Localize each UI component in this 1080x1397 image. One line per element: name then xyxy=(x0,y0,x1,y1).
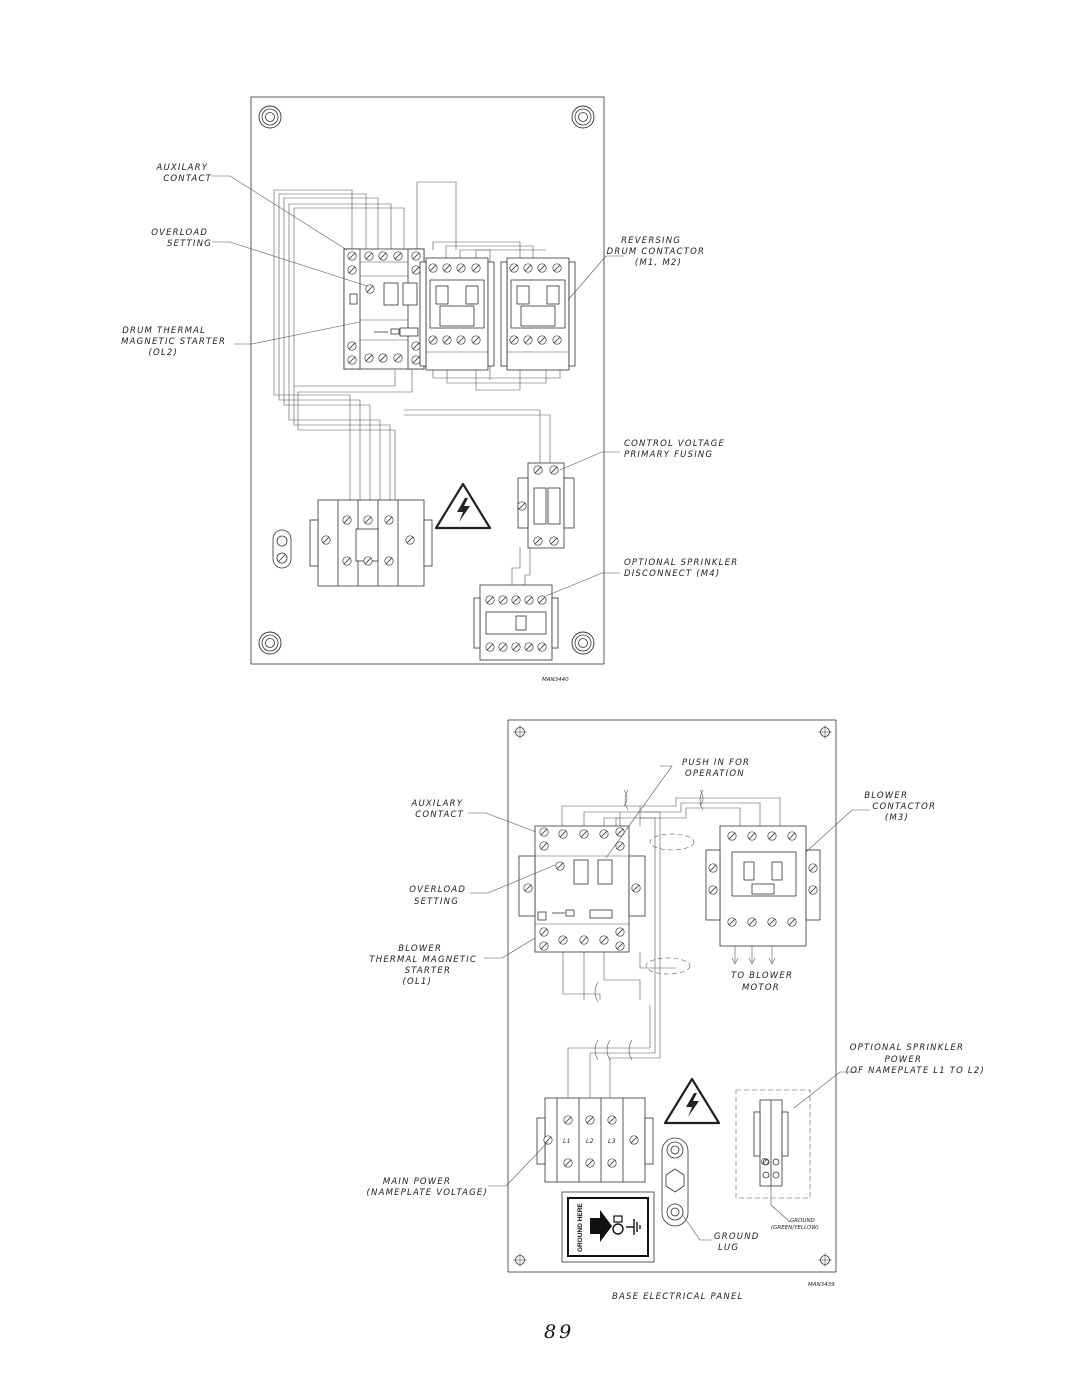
mounting-hole-icon xyxy=(512,1252,528,1268)
high-voltage-warning-icon xyxy=(663,1077,721,1125)
arrow-right-icon xyxy=(590,1210,612,1242)
terminal-l2-label: L2 xyxy=(586,1138,594,1145)
optional-sprinkler-power-block xyxy=(735,1089,811,1223)
blower-contactor-label: BLOWER CONTACTOR (M3) xyxy=(864,791,940,823)
mounting-bolt-icon xyxy=(258,631,282,655)
overload-setting-label: OVERLOAD SETTING xyxy=(409,885,470,907)
high-voltage-warning-icon xyxy=(434,482,492,530)
control-voltage-label: CONTROL VOLTAGE PRIMARY FUSING xyxy=(624,439,729,460)
upper-drawing-code: MAN3440 xyxy=(542,677,569,683)
upper-ground-studs xyxy=(272,529,292,569)
blower-thermal-magnetic-starter xyxy=(518,825,646,953)
ground-here-text: GROUND HERE xyxy=(577,1203,584,1252)
sprinkler-disconnect-label: OPTIONAL SPRINKLER DISCONNECT (M4) xyxy=(624,558,742,579)
mounting-hole-icon xyxy=(817,1252,833,1268)
sprinkler-disconnect-m4 xyxy=(473,584,559,661)
ground-lug-label: GROUND LUG xyxy=(714,1232,763,1253)
page-number: 89 xyxy=(544,1321,574,1343)
ground-wire-label: GROUND (GREEN/YELLOW) xyxy=(771,1218,819,1231)
lower-wiring xyxy=(561,789,781,1098)
optional-sprinkler-power-label: OPTIONAL SPRINKLER POWER (OF NAMEPLATE L… xyxy=(846,1043,985,1076)
overload-setting-label: OVERLOAD SETTING xyxy=(151,228,212,249)
ground-lug xyxy=(661,1137,689,1227)
to-blower-motor-label: TO BLOWER MOTOR xyxy=(731,971,797,993)
terminal-l1-label: L1 xyxy=(563,1138,571,1145)
mounting-bolt-icon xyxy=(571,105,595,129)
lower-panel-backplate xyxy=(507,719,837,1273)
base-electrical-panel-caption: BASE ELECTRICAL PANEL xyxy=(612,1292,744,1302)
upper-wiring xyxy=(273,181,561,585)
upper-panel-backplate xyxy=(250,96,605,665)
drum-thermal-magnetic-starter xyxy=(343,248,425,370)
upper-leader-lines xyxy=(212,175,624,597)
main-power-terminal-block: L1 L2 L3 xyxy=(536,1097,654,1183)
lower-electrical-panel: L1 L2 L3 GROUND HERE xyxy=(367,719,985,1302)
reversing-drum-contactor-m2 xyxy=(500,257,576,371)
ground-here-plate: GROUND HERE xyxy=(561,1191,655,1263)
mounting-hole-icon xyxy=(817,724,833,740)
main-power-label: MAIN POWER (NAMEPLATE VOLTAGE) xyxy=(367,1177,488,1198)
upper-power-terminal-block xyxy=(309,499,433,587)
ground-lug-icon xyxy=(612,1223,624,1235)
upper-electrical-panel: AUXILARY CONTACT OVERLOAD SETTING DRUM T… xyxy=(121,96,742,683)
control-voltage-fuse-block xyxy=(517,462,575,549)
lower-drawing-code: MAN3439 xyxy=(808,1282,835,1288)
terminal-l3-label: L3 xyxy=(608,1138,616,1145)
blower-thermal-starter-label: BLOWER THERMAL MAGNETIC STARTER (OL1) xyxy=(369,944,481,987)
drum-thermal-starter-label: DRUM THERMAL MAGNETIC STARTER (OL2) xyxy=(121,326,230,358)
reversing-drum-contactor-label: REVERSING DRUM CONTACTOR (M1, M2) xyxy=(607,236,709,268)
auxilary-contact-label: AUXILARY CONTACT xyxy=(410,799,467,820)
reversing-drum-contactor-m1 xyxy=(419,257,495,371)
lower-leader-lines xyxy=(468,765,870,1241)
mounting-bolt-icon xyxy=(571,631,595,655)
mounting-bolt-icon xyxy=(258,105,282,129)
push-in-for-operation-label: PUSH IN FOR OPERATION xyxy=(682,758,754,779)
blower-contactor-m3 xyxy=(705,825,821,965)
ground-symbol-icon xyxy=(626,1219,641,1235)
mounting-hole-icon xyxy=(512,724,528,740)
auxilary-contact-label: AUXILARY CONTACT xyxy=(155,163,212,184)
